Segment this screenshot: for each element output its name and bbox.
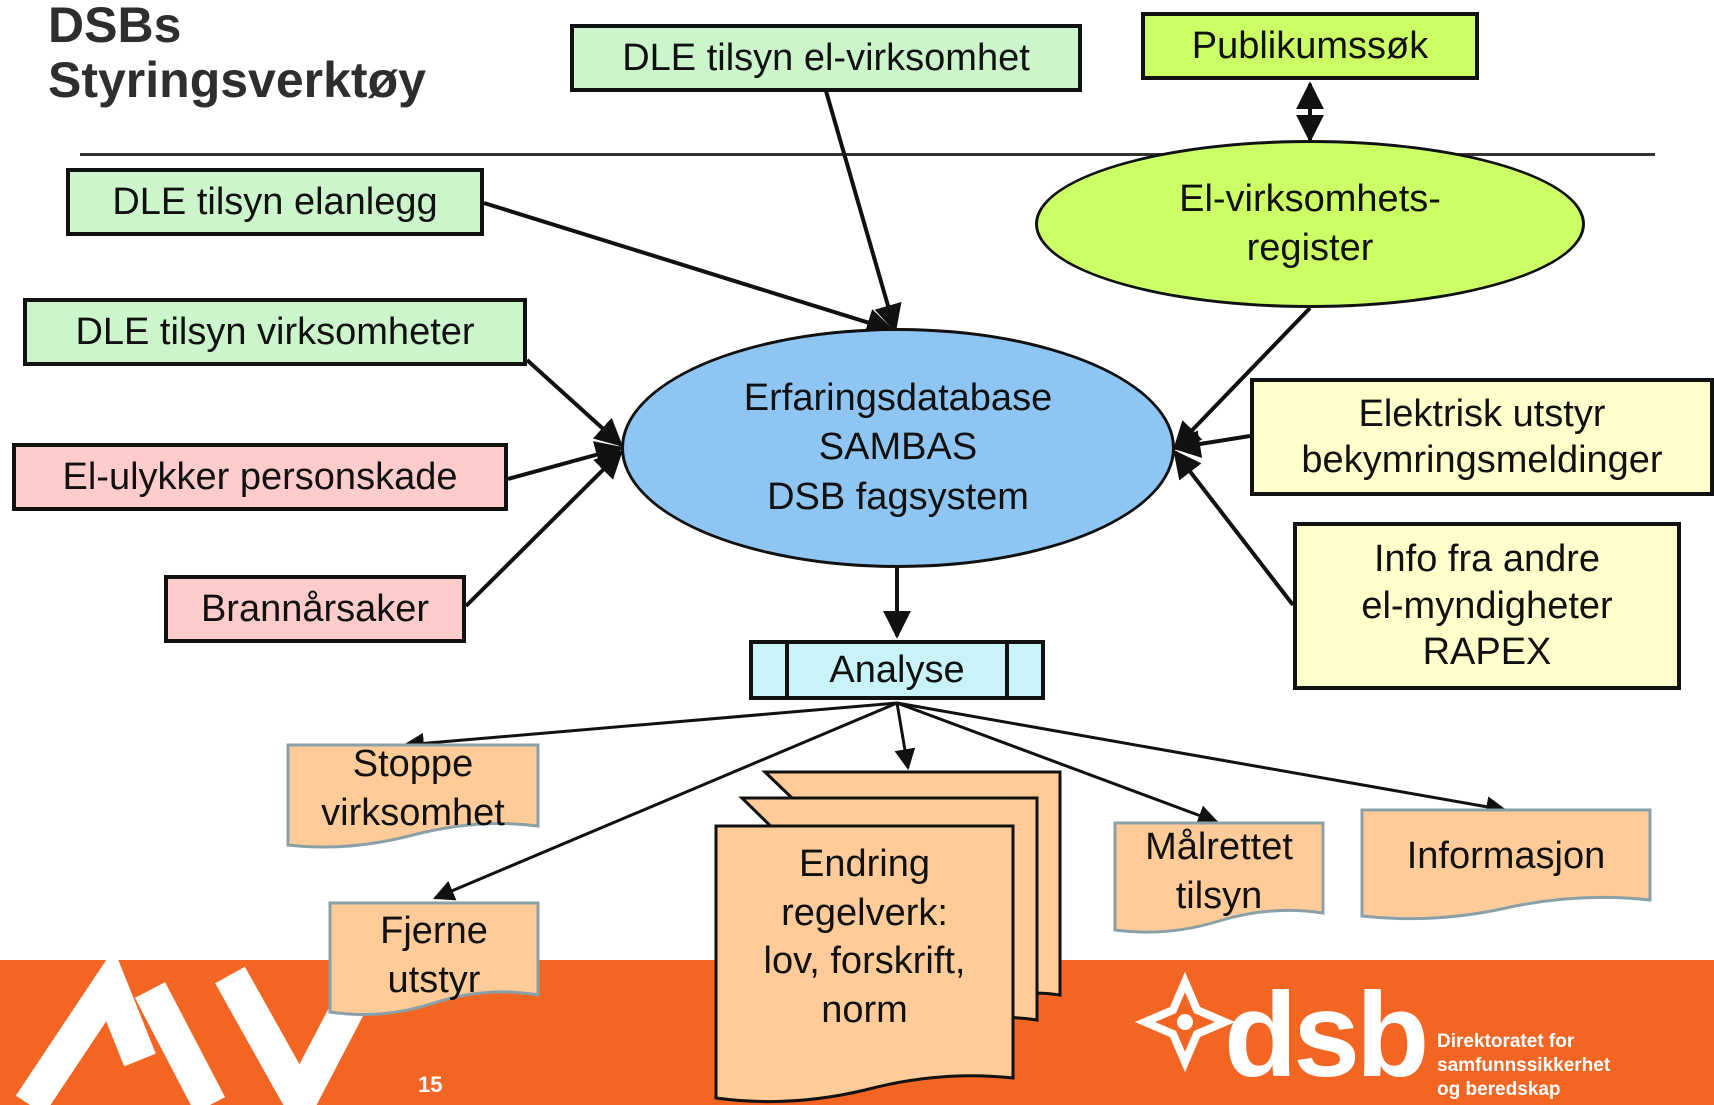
doc-malrettet-label: Målrettet tilsyn (1115, 823, 1323, 920)
title-line-1: DSBs (48, 0, 182, 53)
doc-label-line: norm (821, 988, 908, 1031)
title-line-2: Styringsverktøy (48, 52, 426, 108)
node-label: DLE tilsyn el-virksomhet (622, 36, 1030, 79)
node-brannarsaker: Brannårsaker (164, 575, 466, 643)
process-bar-left (785, 644, 789, 696)
header-divider (80, 153, 1655, 156)
dsb-star-icon (1134, 971, 1236, 1073)
arrow-stoppe (402, 701, 898, 754)
doc-endring-front (714, 824, 1015, 1104)
node-label-line: register (1246, 227, 1374, 269)
node-dle-elanlegg: DLE tilsyn elanlegg (66, 168, 484, 236)
org-line: samfunnssikkerhet (1437, 1054, 1611, 1076)
doc-stoppe (286, 743, 540, 849)
node-label-line: bekymringsmeldinger (1301, 439, 1663, 481)
node-label-line: El-virksomhets- (1179, 177, 1441, 220)
doc-endring-stack (714, 770, 1062, 1104)
node-el-ulykker: El-ulykker personskade (12, 443, 508, 511)
dsb-logo-text: dsb (1224, 968, 1429, 1102)
node-label: El-ulykker personskade (62, 455, 458, 498)
node-label-line: el-myndigheter (1361, 584, 1613, 627)
arrow-virksomheter (525, 358, 624, 447)
node-label: DLE tilsyn elanlegg (112, 180, 438, 223)
node-label: Publikumssøk (1191, 24, 1429, 67)
org-line: Direktoratet for (1437, 1031, 1575, 1052)
node-label: Analyse (829, 648, 965, 691)
page-number: 15 (418, 1072, 443, 1097)
node-label-line: SAMBAS (818, 426, 978, 469)
doc-label-line: tilsyn (1175, 874, 1263, 917)
doc-fjerne-label: Fjerne utstyr (330, 907, 538, 1004)
doc-endring-label: Endring regelverk: lov, forskrift, norm (716, 840, 1013, 1035)
arrow-el-virksomhet (824, 90, 902, 333)
doc-label-line: regelverk: (781, 891, 948, 934)
node-sambas-database: Erfaringsdatabase SAMBAS DSB fagsystem (621, 328, 1175, 568)
output-arrows (402, 701, 1508, 901)
node-elektrisk-utstyr: Elektrisk utstyr bekymringsmeldinger (1250, 378, 1714, 496)
arrow-brannarsaker (464, 450, 623, 608)
node-dle-virksomheter: DLE tilsyn virksomheter (23, 298, 527, 366)
doc-label-line: utstyr (387, 958, 481, 1001)
doc-label-line: Stoppe (352, 743, 474, 785)
doc-label-line: lov, forskrift, (763, 940, 966, 983)
dsb-bird-logo (15, 948, 376, 1105)
input-arrows (464, 90, 1312, 639)
doc-informasjon (1360, 808, 1652, 921)
doc-label-line: Endring (799, 843, 930, 885)
node-label-line: Info fra andre (1373, 538, 1601, 581)
node-label-line: Erfaringsdatabase (743, 376, 1053, 419)
doc-stoppe-label: Stoppe virksomhet (288, 740, 538, 837)
output-documents (286, 743, 1652, 1017)
arrow-endring (894, 702, 916, 771)
arrow-informasjon (896, 701, 1508, 818)
doc-label-line: Målrettet (1145, 826, 1293, 868)
doc-label-line: virksomhet (321, 791, 505, 834)
dsb-org-name: Direktoratet for samfunnssikkerhet og be… (1437, 1030, 1610, 1101)
doc-fjerne (328, 901, 540, 1017)
arrow-elanlegg (483, 201, 895, 336)
arrow-el-ulykker (507, 441, 624, 481)
arrow-fjerne (433, 701, 898, 901)
node-label-line: RAPEX (1422, 631, 1552, 674)
doc-informasjon-label: Informasjon (1362, 832, 1650, 881)
node-label: Brannårsaker (200, 587, 430, 630)
arrow-el-register (1173, 306, 1312, 451)
arrow-info (1173, 449, 1295, 607)
org-line: og beredskap (1437, 1078, 1561, 1100)
process-bar-right (1005, 644, 1009, 696)
doc-label-line: Fjerne (380, 910, 488, 952)
doc-malrettet (1113, 821, 1325, 934)
arrow-malrettet (896, 701, 1219, 826)
node-publikumssok: Publikumssøk (1141, 12, 1479, 80)
arrow-elektrisk (1172, 430, 1251, 458)
node-info-andre: Info fra andre el-myndigheter RAPEX (1293, 522, 1681, 690)
node-analyse: Analyse (749, 640, 1045, 700)
node-el-virksomhetsregister: El-virksomhets- register (1035, 140, 1585, 308)
node-label-line: DSB fagsystem (767, 475, 1029, 518)
doc-label-line: Informasjon (1406, 835, 1606, 877)
node-label-line: Elektrisk utstyr (1358, 392, 1606, 435)
node-label: DLE tilsyn virksomheter (75, 310, 475, 353)
node-dle-el-virksomhet: DLE tilsyn el-virksomhet (570, 24, 1082, 92)
